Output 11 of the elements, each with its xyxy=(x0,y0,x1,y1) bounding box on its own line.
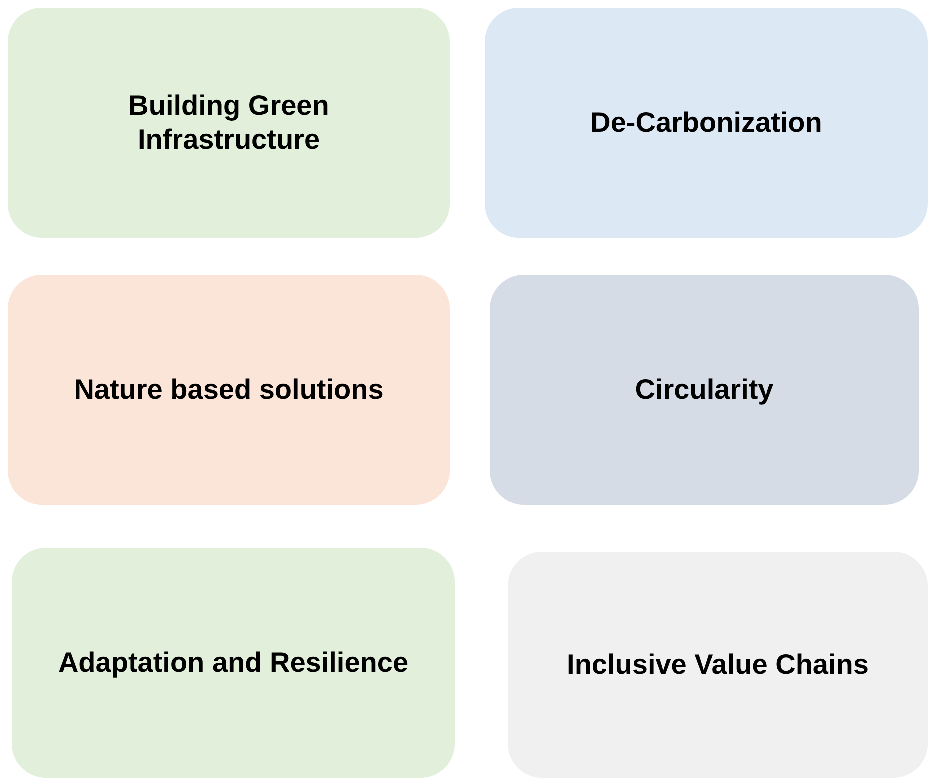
topic-label: De-Carbonization xyxy=(590,106,822,140)
topic-label: Circularity xyxy=(635,373,774,407)
topic-box xyxy=(8,275,450,505)
topic-box xyxy=(490,275,919,505)
topic-box xyxy=(485,8,928,238)
topic-label: Adaptation and Resilience xyxy=(58,646,409,680)
topic-box xyxy=(8,8,450,238)
topic-label: Nature based solutions xyxy=(74,373,384,407)
topic-box xyxy=(12,548,455,778)
topic-label: Inclusive Value Chains xyxy=(567,648,869,682)
topic-label: Building Green Infrastructure xyxy=(128,89,330,157)
